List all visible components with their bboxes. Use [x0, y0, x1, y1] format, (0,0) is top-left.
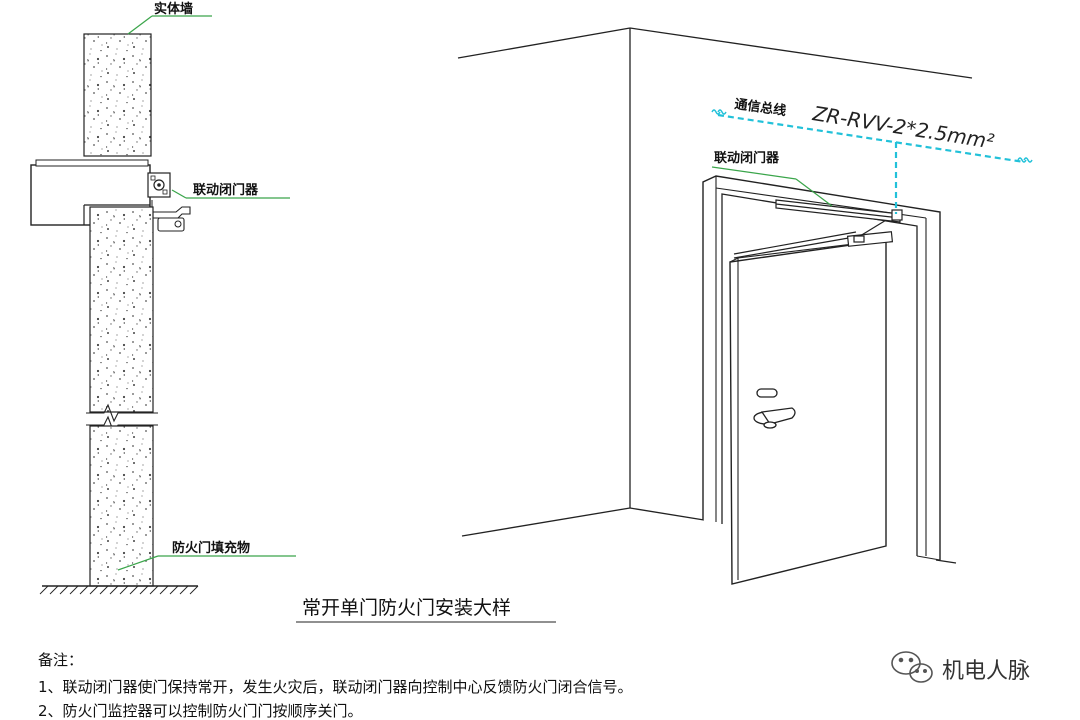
solid-wall-block — [83, 33, 152, 157]
door-handle — [753, 388, 796, 429]
label-door-closer-right: 联动闭门器 — [714, 150, 780, 166]
communication-bus — [717, 113, 1025, 214]
door-frame-header-inner — [35, 159, 149, 167]
label-comm-bus: 通信总线 — [733, 96, 787, 119]
closer-arm-1 — [733, 231, 857, 255]
door-closer-perspective — [775, 199, 903, 247]
door-leaf — [729, 239, 887, 585]
closer-arm-2 — [733, 235, 861, 259]
leader-closer-right — [711, 166, 797, 180]
break-line — [86, 403, 158, 423]
break-line-2 — [86, 415, 158, 435]
label-door-closer-left: 联动闭门器 — [193, 182, 259, 198]
perspective-view — [457, 27, 973, 585]
floor-line-right — [629, 507, 705, 521]
watermark-text: 机电人脉 — [942, 659, 1030, 684]
leader-fill — [117, 555, 159, 571]
section-view: 实体墙 联动闭门器 防火门填充物 — [30, 1, 296, 595]
note-item-2: 2、防火门监控器可以控制防火门门按顺序关门。 — [38, 702, 363, 720]
leader-solid-wall — [127, 15, 153, 35]
bus-break-marks — [711, 109, 1033, 163]
label-cable-spec: ZR-RVV-2*2.5mm² — [810, 101, 996, 154]
leader-closer-right-2 — [795, 178, 833, 207]
door-leaf-upper — [89, 206, 154, 413]
bus-horizontal — [717, 113, 1025, 164]
door-leaf-lower — [89, 425, 154, 587]
wechat-icon — [891, 651, 933, 683]
ceiling-line-right — [629, 27, 973, 79]
ceiling-line-left — [457, 27, 631, 59]
frame-bottom-right — [916, 555, 941, 561]
drawing-title: 常开单门防火门安装大样 — [302, 597, 511, 619]
door-closer-section — [147, 172, 191, 232]
door-leaf-top-edge — [729, 257, 739, 263]
floor-line-left — [461, 507, 631, 537]
leader-closer-left — [171, 189, 187, 199]
notes-heading: 备注： — [38, 651, 83, 669]
ground-hatch — [39, 585, 199, 595]
note-item-1: 1、联动闭门器使门保持常开，发生火灾后，联动闭门器向控制中心反馈防火门闭合信号。 — [38, 678, 633, 696]
watermark: 机电人脉 — [891, 651, 1030, 684]
floor-line-right-2 — [935, 559, 957, 564]
label-solid-wall: 实体墙 — [154, 1, 193, 17]
label-fill-material: 防火门填充物 — [172, 540, 250, 556]
